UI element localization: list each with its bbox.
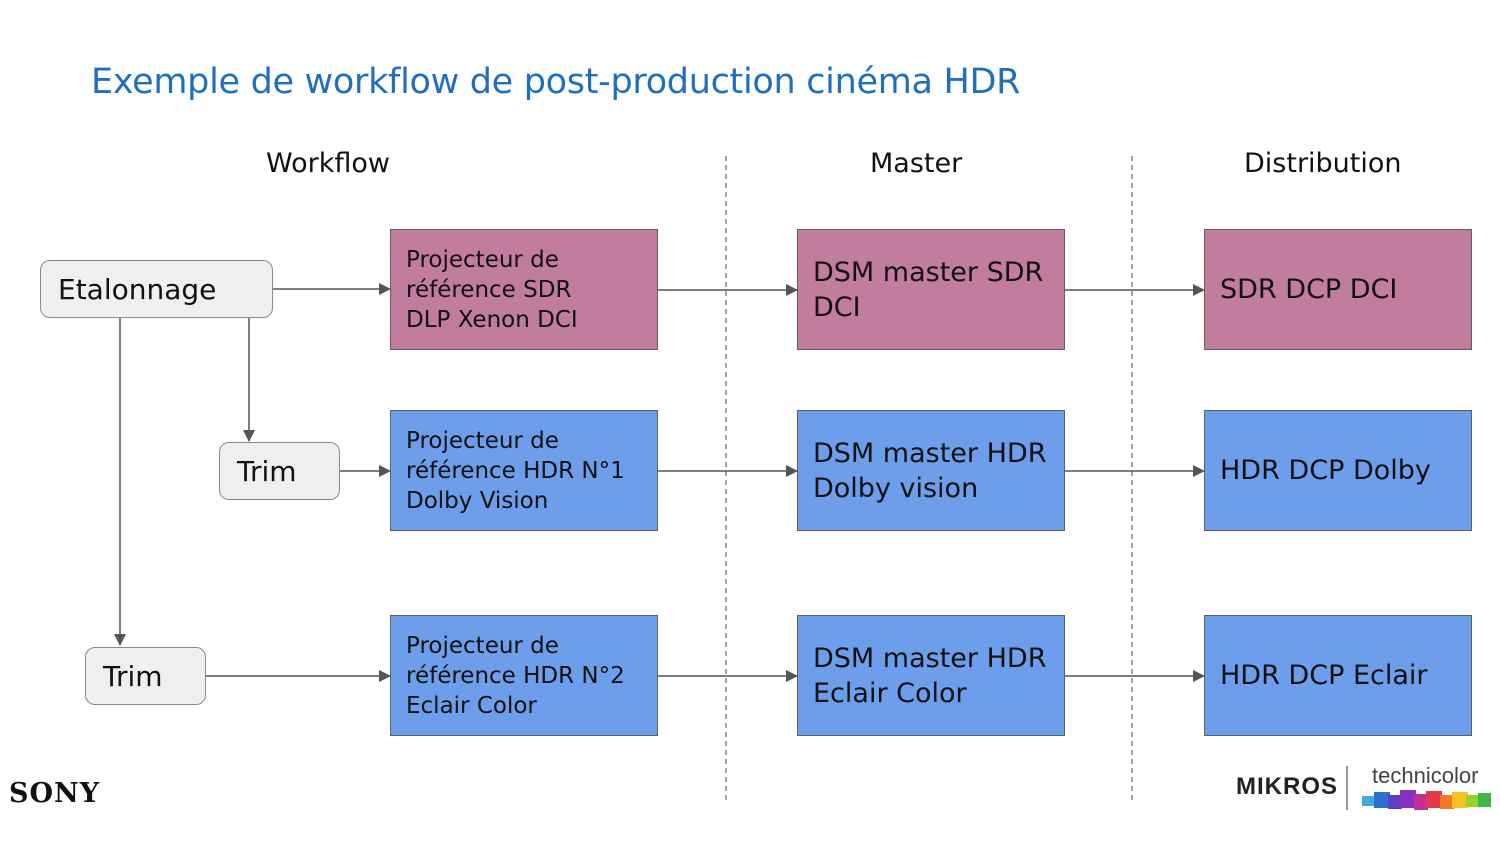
mikros-logo: MIKROS <box>1236 773 1338 800</box>
column-header-distribution: Distribution <box>1244 148 1402 179</box>
master-sdr-label: DSM master SDR DCI <box>813 256 1044 323</box>
distribution-hdr-eclair-box: HDR DCP Eclair <box>1204 615 1472 736</box>
distribution-hdr-dolby-label: HDR DCP Dolby <box>1220 455 1431 486</box>
projector-sdr-label: Projecteur de référence SDR DLP Xenon DC… <box>406 246 578 333</box>
trim-node-hdr-2: Trim <box>85 647 206 705</box>
sony-logo: SONY <box>9 778 100 809</box>
technicolor-logo: technicolor <box>1372 763 1479 788</box>
projector-hdr-1-label: Projecteur de référence HDR N°1 Dolby Vi… <box>406 427 625 514</box>
column-header-workflow: Workflow <box>266 148 390 179</box>
logo-divider <box>1346 766 1348 810</box>
projector-sdr-box: Projecteur de référence SDR DLP Xenon DC… <box>390 229 658 350</box>
etalonnage-label: Etalonnage <box>58 272 217 306</box>
column-header-master: Master <box>870 148 963 179</box>
distribution-hdr-eclair-label: HDR DCP Eclair <box>1220 660 1428 691</box>
master-hdr-dolby-label: DSM master HDR Dolby vision <box>813 437 1047 504</box>
technicolor-color-strip <box>1362 790 1492 812</box>
trim-node-hdr-1: Trim <box>219 442 340 500</box>
projector-hdr-2-box: Projecteur de référence HDR N°2 Eclair C… <box>390 615 658 736</box>
trim-label: Trim <box>237 454 297 488</box>
distribution-sdr-label: SDR DCP DCI <box>1220 274 1398 305</box>
page-title: Exemple de workflow de post-production c… <box>91 62 1021 102</box>
distribution-sdr-box: SDR DCP DCI <box>1204 229 1472 350</box>
trim-label: Trim <box>103 659 163 693</box>
master-hdr-dolby-box: DSM master HDR Dolby vision <box>797 410 1065 531</box>
etalonnage-node: Etalonnage <box>40 260 273 318</box>
distribution-hdr-dolby-box: HDR DCP Dolby <box>1204 410 1472 531</box>
master-hdr-eclair-label: DSM master HDR Eclair Color <box>813 642 1047 709</box>
master-hdr-eclair-box: DSM master HDR Eclair Color <box>797 615 1065 736</box>
master-sdr-box: DSM master SDR DCI <box>797 229 1065 350</box>
projector-hdr-1-box: Projecteur de référence HDR N°1 Dolby Vi… <box>390 410 658 531</box>
projector-hdr-2-label: Projecteur de référence HDR N°2 Eclair C… <box>406 632 625 719</box>
